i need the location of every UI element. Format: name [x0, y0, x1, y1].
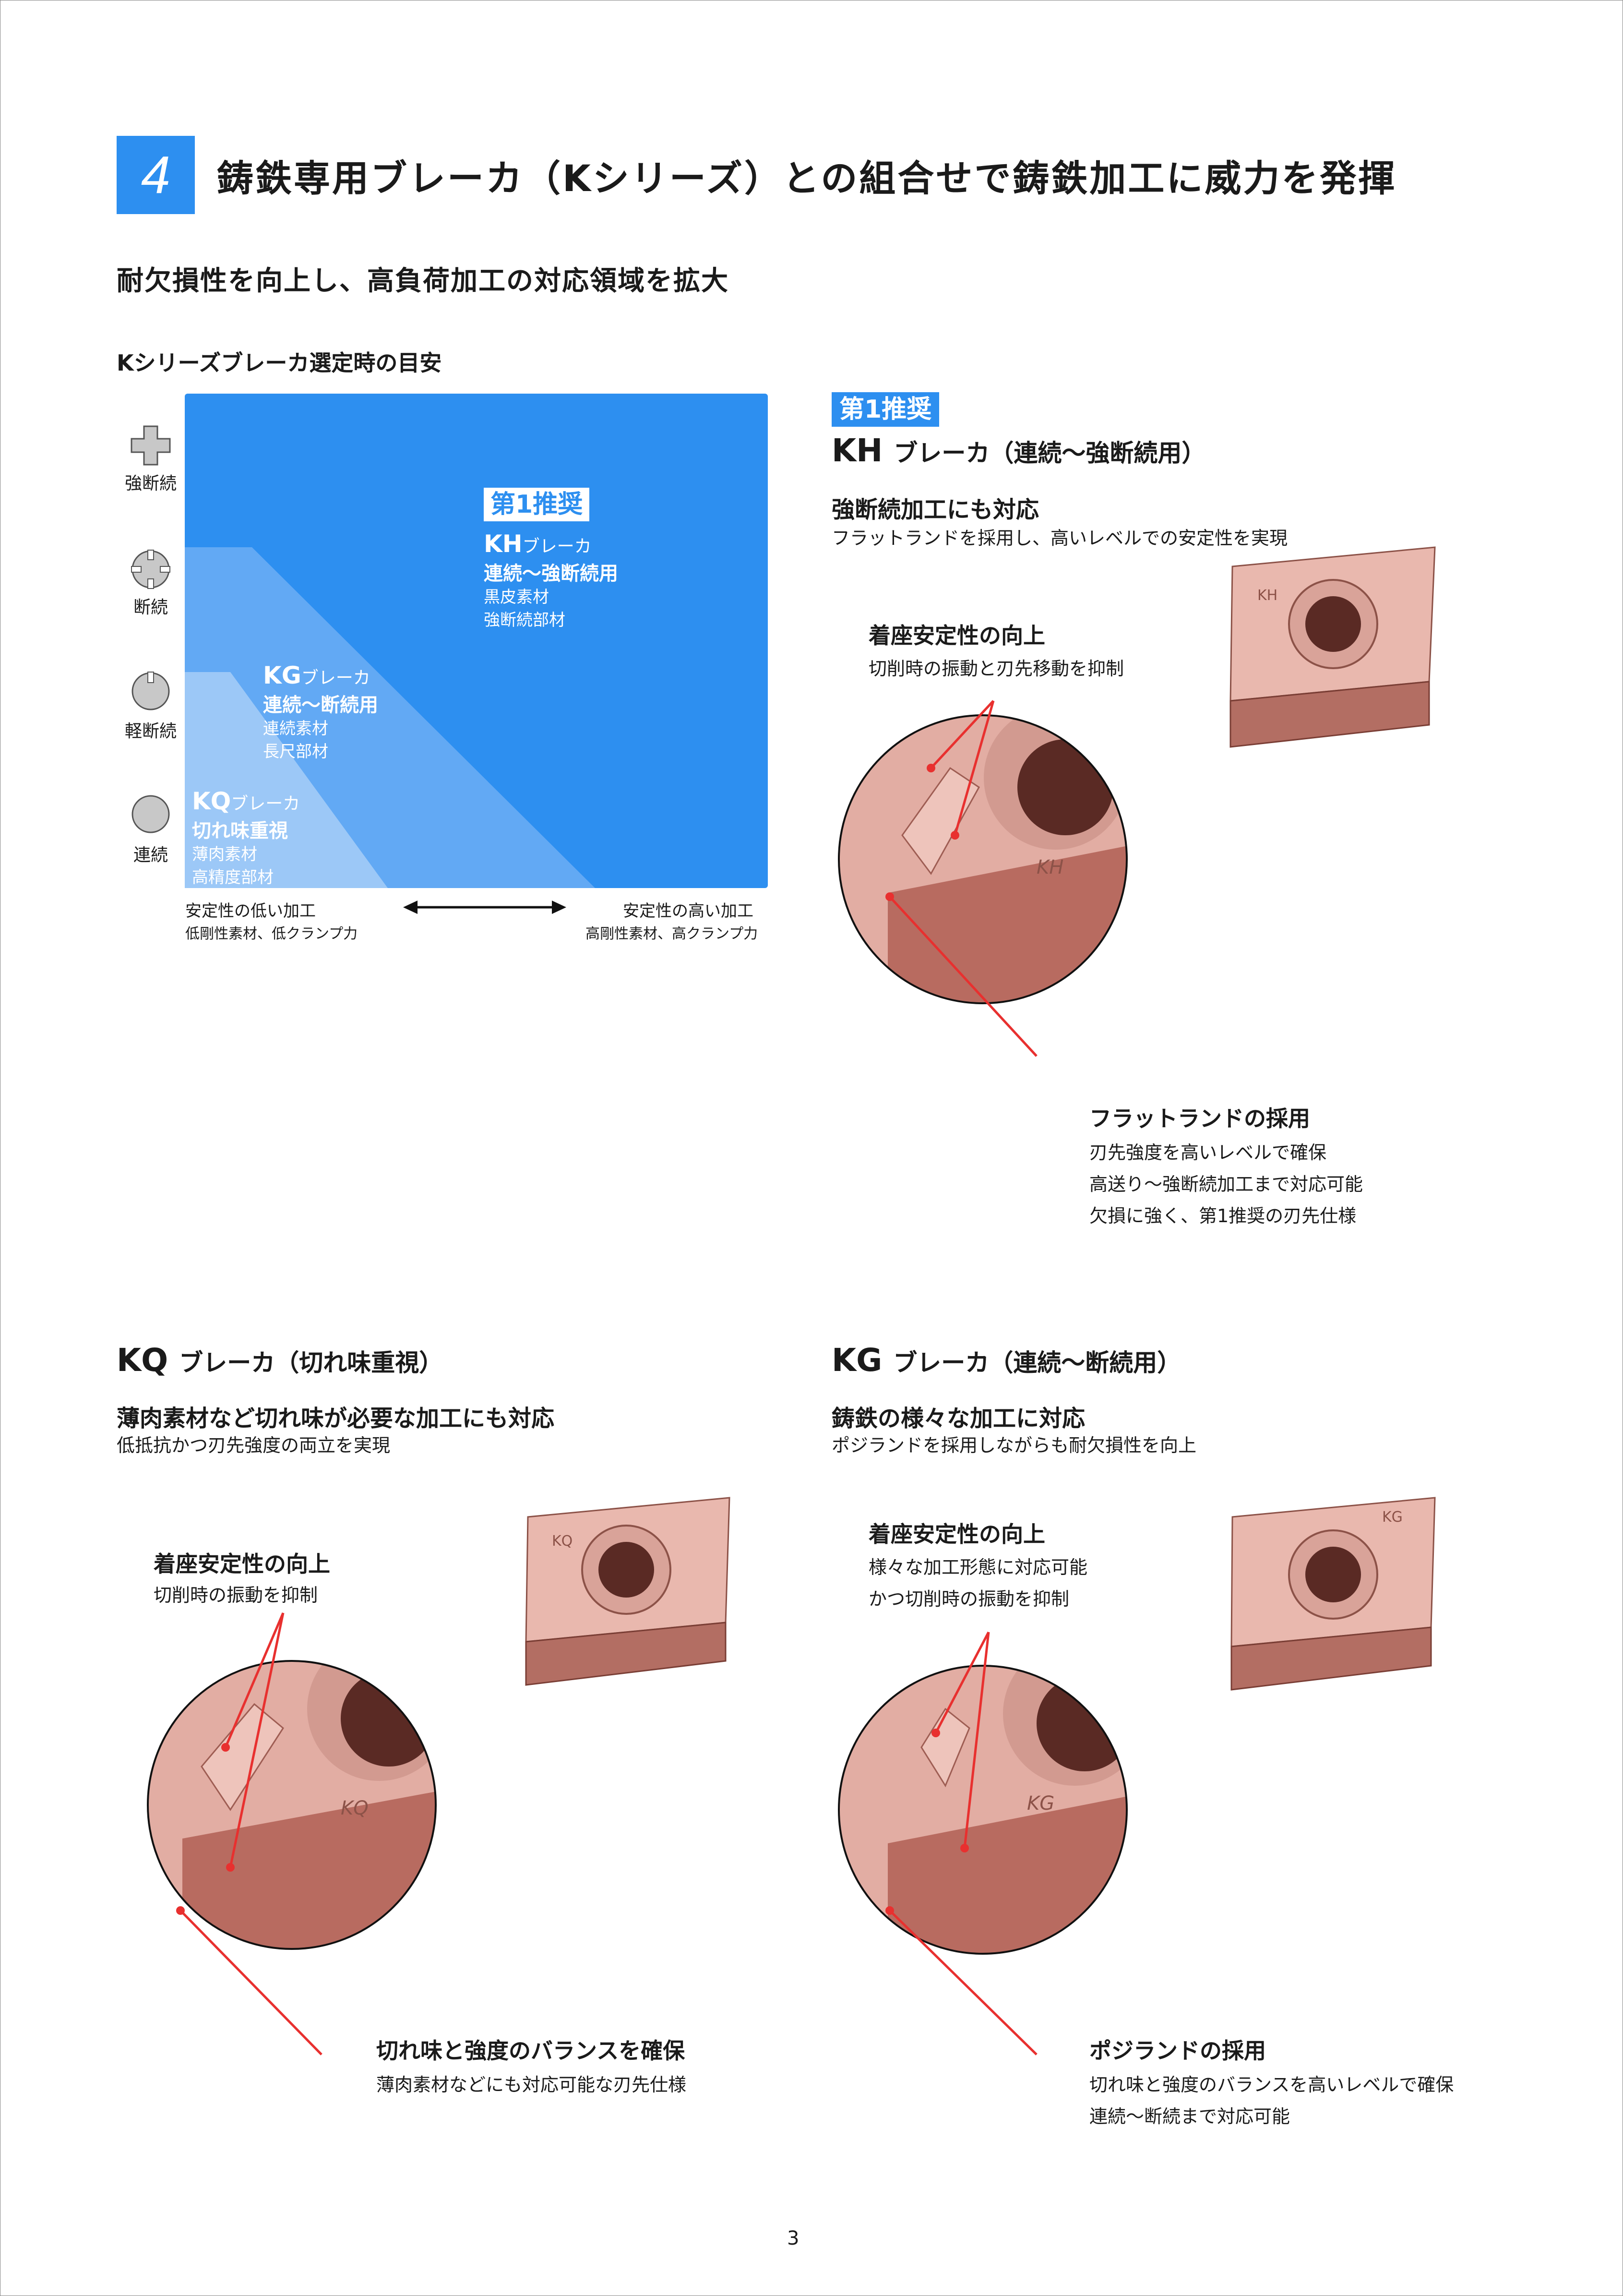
kq-insert-illustration: KQ KQ — [147, 1497, 730, 2056]
kq-callout2-desc: 薄肉素材などにも対応可能な刃先仕様 — [376, 2074, 687, 2095]
section-subtitle: 耐欠損性を向上し、高負荷加工の対応領域を拡大 — [117, 265, 729, 297]
kq-callout-lines — [179, 1612, 322, 2056]
kq-insert-small: KQ — [525, 1497, 730, 1686]
section-number-badge: 4 — [117, 136, 195, 214]
kh-code: KH — [484, 530, 523, 558]
level-label-interrupted: 断続 — [133, 598, 168, 617]
kg-callout2-title: ポジランドの採用 — [1089, 2038, 1266, 2064]
kh-type: ブレーカ — [522, 537, 592, 556]
kq-material-1: 薄肉素材 — [192, 845, 257, 864]
kq-block-lead: 薄肉素材など切れ味が必要な加工にも対応 — [117, 1405, 555, 1432]
kg-insert-illustration: KG KG — [838, 1497, 1436, 2056]
kq-large-mark: KQ — [341, 1797, 369, 1819]
kh-large-mark: KH — [1037, 856, 1063, 878]
kh-block-title: KH ブレーカ（連続～強断続用） — [832, 432, 1205, 469]
kg-small-mark: KG — [1382, 1509, 1403, 1526]
kh-block-lead: 強断続加工にも対応 — [832, 496, 1039, 523]
stability-arrow — [403, 901, 566, 914]
light-interrupted-icon — [131, 672, 170, 710]
level-label-light-interrupted: 軽断続 — [124, 721, 177, 741]
kg-material-1: 連続素材 — [263, 719, 328, 738]
interrupted-icon — [131, 550, 170, 589]
kq-material-2: 高精度部材 — [192, 868, 274, 887]
strong-interrupted-icon — [131, 425, 171, 466]
kq-small-mark: KQ — [552, 1533, 573, 1550]
kq-callout2-title: 切れ味と強度のバランスを確保 — [376, 2038, 685, 2064]
kq-type: ブレーカ — [231, 794, 300, 814]
section-title: 鋳鉄専用ブレーカ（Kシリーズ）との組合せで鋳鉄加工に威力を発揮 — [217, 157, 1397, 200]
kh-material-1: 黒皮素材 — [484, 588, 549, 607]
breaker-selection-chart — [131, 394, 768, 914]
kq-region — [185, 672, 388, 888]
kq-block-code: KQ — [117, 1342, 168, 1379]
kg-magnified-view: KG — [838, 1665, 1128, 1955]
kg-insert-small: KG — [1230, 1497, 1436, 1691]
axis-left-label: 安定性の低い加工 — [185, 902, 316, 921]
kh-callout2-title: フラットランドの採用 — [1089, 1106, 1310, 1131]
kh-block-title-text: ブレーカ（連続～強断続用） — [894, 439, 1206, 467]
kq-block-desc: 低抵抗かつ刃先強度の両立を実現 — [117, 1435, 391, 1456]
kh-block-desc: フラットランドを採用し、高いレベルでの安定性を実現 — [832, 528, 1288, 549]
kh-use: 連続～強断続用 — [484, 563, 618, 585]
kq-block-title: KQ ブレーカ（切れ味重視） — [117, 1342, 443, 1379]
kg-type: ブレーカ — [301, 668, 370, 688]
kh-material-2: 強断続部材 — [484, 611, 565, 630]
page-number: 3 — [787, 2227, 800, 2249]
kg-callout2-desc: 切れ味と強度のバランスを高いレベルで確保 連続～断続まで対応可能 — [1089, 2074, 1454, 2127]
kh-callout1-desc: 切削時の振動と刃先移動を抑制 — [869, 658, 1124, 679]
kh-small-mark: KH — [1257, 587, 1277, 604]
continuous-icon — [131, 795, 170, 833]
axis-left-sub: 低剛性素材、低クランプ力 — [185, 926, 358, 942]
kg-use: 連続～断続用 — [263, 694, 378, 716]
kg-code: KG — [263, 661, 301, 689]
kq-block-title-text: ブレーカ（切れ味重視） — [179, 1349, 443, 1377]
kh-magnified-view: KH — [838, 714, 1128, 1004]
level-label-continuous: 連続 — [133, 845, 168, 865]
axis-right-label: 安定性の高い加工 — [623, 902, 753, 921]
kh-insert-small: KH — [1229, 546, 1436, 748]
kq-callout1-title: 着座安定性の向上 — [154, 1551, 330, 1577]
kg-block-desc: ポジランドを採用しながらも耐欠損性を向上 — [832, 1435, 1197, 1456]
kg-region-label: KGブレーカ 連続～断続用 連続素材 長尺部材 — [263, 661, 378, 763]
kq-code: KQ — [192, 787, 231, 815]
kh-recommend-badge: 第1推奨 — [484, 488, 590, 521]
kh-callout-lines — [889, 700, 1038, 1057]
kq-region-label: KQブレーカ 切れ味重視 薄肉素材 高精度部材 — [192, 787, 300, 889]
kg-material-2: 長尺部材 — [263, 742, 328, 761]
kq-use: 切れ味重視 — [192, 820, 288, 842]
kh-block-code: KH — [832, 432, 883, 469]
level-label-strong-interrupted: 強断続 — [124, 474, 177, 493]
kh-block-badge: 第1推奨 — [832, 392, 940, 427]
kg-block-title-text: ブレーカ（連続～断続用） — [893, 1349, 1181, 1377]
axis-right-sub: 高剛性素材、高クランプ力 — [585, 926, 758, 942]
kg-block-lead: 鋳鉄の様々な加工に対応 — [832, 1405, 1086, 1432]
chart-title: Kシリーズブレーカ選定時の目安 — [117, 350, 442, 376]
kg-callout1-title: 着座安定性の向上 — [869, 1521, 1045, 1547]
kg-block-code: KG — [832, 1342, 883, 1379]
kq-callout1-desc: 切削時の振動を抑制 — [154, 1585, 318, 1606]
kh-callout1-title: 着座安定性の向上 — [869, 623, 1045, 649]
kh-callout2-desc: 刃先強度を高いレベルで確保 高送り～強断続加工まで対応可能 欠損に強く、第1推奨… — [1089, 1142, 1363, 1226]
kg-block-title: KG ブレーカ（連続～断続用） — [832, 1342, 1181, 1379]
kh-insert-illustration: KH KH — [838, 546, 1436, 1057]
kg-large-mark: KG — [1027, 1792, 1054, 1815]
kh-region-label: KHブレーカ 連続～強断続用 黒皮素材 強断続部材 — [484, 530, 618, 632]
kq-magnified-view: KQ — [147, 1660, 437, 1950]
kg-callout-lines — [889, 1631, 1038, 2056]
kg-callout1-desc: 様々な加工形態に対応可能 かつ切削時の振動を抑制 — [869, 1557, 1088, 1610]
